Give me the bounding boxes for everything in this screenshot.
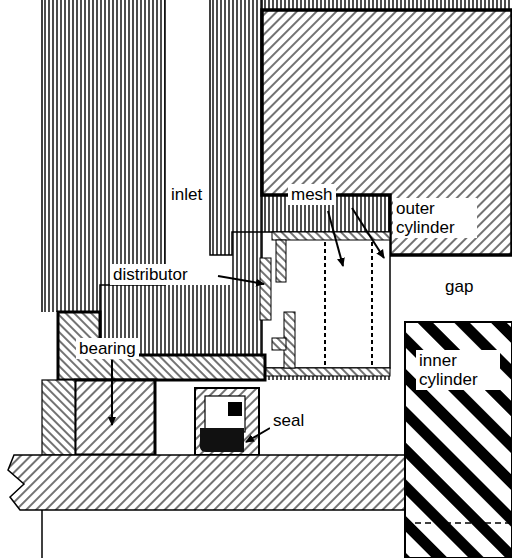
part-label: seal bbox=[270, 410, 307, 431]
part-label: gap bbox=[442, 276, 476, 297]
part-label: mesh bbox=[288, 184, 336, 205]
part-label: distributor bbox=[110, 264, 191, 285]
part-label: inlet bbox=[168, 184, 205, 205]
part-label: inner cylinder bbox=[416, 350, 500, 390]
part-label: bearing bbox=[76, 338, 139, 359]
part-label: outer cylinder bbox=[393, 198, 477, 238]
